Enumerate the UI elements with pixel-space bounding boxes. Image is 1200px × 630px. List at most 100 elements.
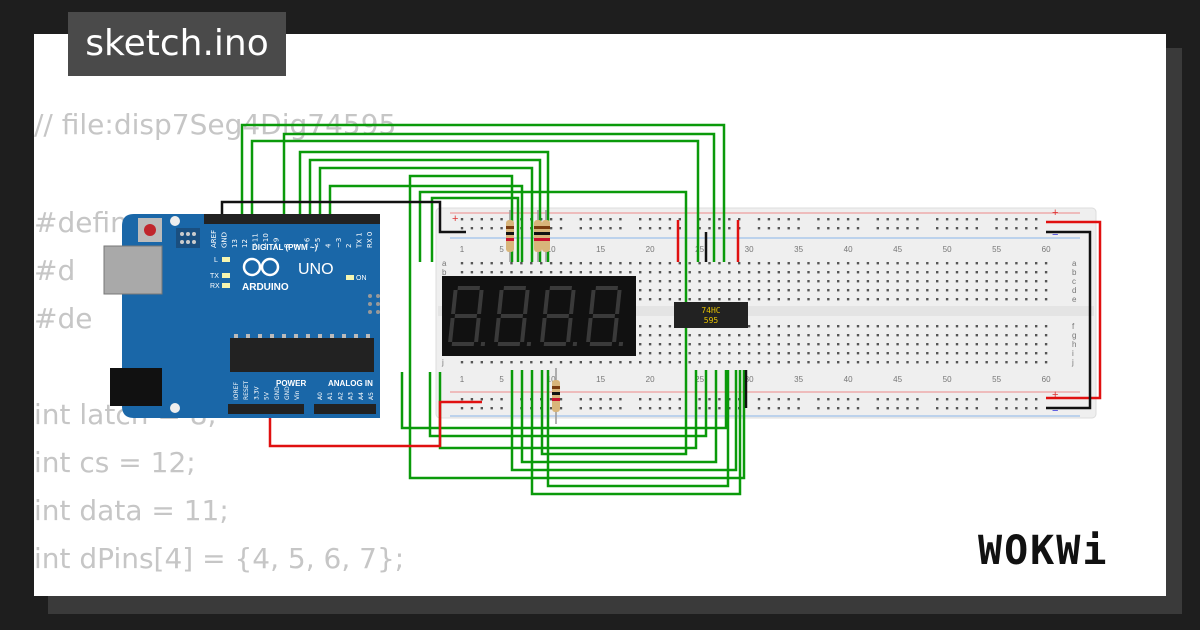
breadboard-hole[interactable] <box>639 271 642 274</box>
breadboard-hole[interactable] <box>639 325 642 328</box>
breadboard-hole[interactable] <box>787 298 790 301</box>
breadboard-hole[interactable] <box>846 352 850 355</box>
breadboard-hole[interactable] <box>817 343 820 346</box>
rail-hole[interactable] <box>827 407 830 410</box>
breadboard-hole[interactable] <box>668 343 672 346</box>
breadboard-hole[interactable] <box>698 298 701 301</box>
breadboard-hole[interactable] <box>975 361 978 364</box>
breadboard-hole[interactable] <box>866 343 870 346</box>
breadboard-hole[interactable] <box>995 298 998 301</box>
breadboard-hole[interactable] <box>856 352 860 355</box>
breadboard-hole[interactable] <box>797 298 800 301</box>
rail-hole[interactable] <box>975 398 978 401</box>
rail-hole[interactable] <box>827 398 830 401</box>
breadboard-hole[interactable] <box>896 271 899 274</box>
rail-hole[interactable] <box>470 218 474 221</box>
power-wires[interactable] <box>220 200 1102 448</box>
breadboard-hole[interactable] <box>965 271 969 274</box>
rail-hole[interactable] <box>876 407 879 410</box>
breadboard-hole[interactable] <box>866 325 870 328</box>
breadboard-hole[interactable] <box>549 262 553 265</box>
breadboard-hole[interactable] <box>936 352 939 355</box>
breadboard-hole[interactable] <box>658 352 662 355</box>
breadboard-hole[interactable] <box>1044 325 1048 328</box>
rail-hole[interactable] <box>936 398 939 401</box>
rail-hole[interactable] <box>856 407 860 410</box>
rail-hole[interactable] <box>886 407 889 410</box>
breadboard-hole[interactable] <box>510 271 513 274</box>
breadboard-hole[interactable] <box>886 280 889 283</box>
resistors[interactable] <box>506 210 560 424</box>
rail-hole[interactable] <box>559 227 563 230</box>
breadboard-hole[interactable] <box>1025 271 1028 274</box>
rail-hole[interactable] <box>916 227 919 230</box>
breadboard-hole[interactable] <box>1015 298 1018 301</box>
rail-hole[interactable] <box>1015 218 1018 221</box>
breadboard-hole[interactable] <box>738 262 741 265</box>
breadboard-hole[interactable] <box>995 289 998 292</box>
breadboard-hole[interactable] <box>1015 343 1018 346</box>
rail-hole[interactable] <box>480 218 483 221</box>
breadboard-hole[interactable] <box>817 262 820 265</box>
breadboard-hole[interactable] <box>777 262 780 265</box>
breadboard-hole[interactable] <box>926 298 929 301</box>
breadboard-hole[interactable] <box>728 298 731 301</box>
breadboard-hole[interactable] <box>787 280 790 283</box>
breadboard-hole[interactable] <box>678 334 681 337</box>
breadboard-hole[interactable] <box>846 343 850 346</box>
breadboard-hole[interactable] <box>886 289 889 292</box>
rail-hole[interactable] <box>896 218 899 221</box>
rail-hole[interactable] <box>668 407 672 410</box>
breadboard-hole[interactable] <box>827 262 830 265</box>
breadboard-hole[interactable] <box>1005 289 1008 292</box>
breadboard-hole[interactable] <box>599 271 602 274</box>
breadboard-hole[interactable] <box>639 262 642 265</box>
breadboard-hole[interactable] <box>728 352 731 355</box>
breadboard-hole[interactable] <box>757 262 761 265</box>
breadboard-hole[interactable] <box>1044 271 1048 274</box>
breadboard-hole[interactable] <box>916 343 919 346</box>
breadboard-hole[interactable] <box>975 262 978 265</box>
rail-hole[interactable] <box>856 218 860 221</box>
rail-hole[interactable] <box>955 398 959 401</box>
rail-hole[interactable] <box>777 218 780 221</box>
breadboard-hole[interactable] <box>837 280 840 283</box>
breadboard-hole[interactable] <box>767 280 771 283</box>
breadboard-hole[interactable] <box>945 343 949 346</box>
breadboard-hole[interactable] <box>728 343 731 346</box>
breadboard-hole[interactable] <box>1005 325 1008 328</box>
breadboard-hole[interactable] <box>619 262 622 265</box>
breadboard-hole[interactable] <box>688 289 691 292</box>
breadboard-hole[interactable] <box>698 280 701 283</box>
rail-hole[interactable] <box>619 407 622 410</box>
rail-hole[interactable] <box>955 407 959 410</box>
breadboard-hole[interactable] <box>698 334 701 337</box>
breadboard-hole[interactable] <box>767 262 771 265</box>
breadboard-hole[interactable] <box>747 280 751 283</box>
breadboard-hole[interactable] <box>965 361 969 364</box>
breadboard-hole[interactable] <box>906 280 909 283</box>
breadboard-hole[interactable] <box>926 361 929 364</box>
breadboard-hole[interactable] <box>866 298 870 301</box>
breadboard-hole[interactable] <box>777 334 780 337</box>
breadboard-hole[interactable] <box>1015 289 1018 292</box>
breadboard-hole[interactable] <box>579 361 582 364</box>
breadboard-hole[interactable] <box>856 298 860 301</box>
breadboard-hole[interactable] <box>738 334 741 337</box>
rail-hole[interactable] <box>916 218 919 221</box>
breadboard-hole[interactable] <box>807 289 810 292</box>
breadboard-hole[interactable] <box>787 325 790 328</box>
breadboard-hole[interactable] <box>1015 325 1018 328</box>
rail-hole[interactable] <box>658 218 662 221</box>
breadboard-hole[interactable] <box>866 262 870 265</box>
breadboard-hole[interactable] <box>767 334 771 337</box>
breadboard-hole[interactable] <box>985 289 988 292</box>
rail-hole[interactable] <box>995 227 998 230</box>
breadboard-hole[interactable] <box>500 262 503 265</box>
breadboard-hole[interactable] <box>856 361 860 364</box>
rail-hole[interactable] <box>599 227 602 230</box>
breadboard-hole[interactable] <box>995 343 998 346</box>
breadboard-hole[interactable] <box>490 262 493 265</box>
breadboard-hole[interactable] <box>1005 262 1008 265</box>
breadboard-hole[interactable] <box>549 361 553 364</box>
